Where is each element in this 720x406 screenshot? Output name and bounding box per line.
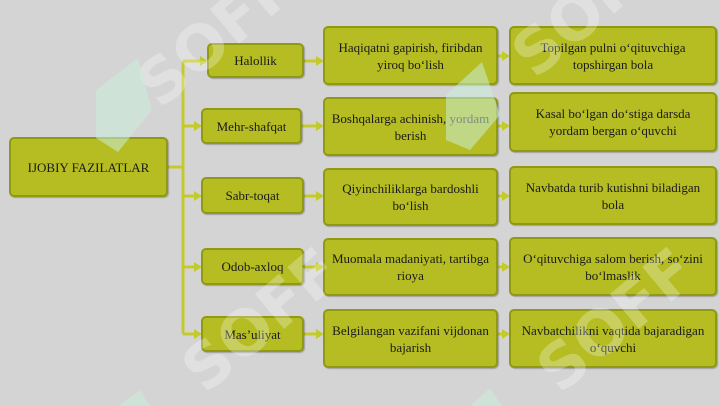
arrowhead (200, 56, 208, 66)
meaning-node: Belgilangan vazifani vijdonan bajarish (323, 309, 498, 368)
arrowhead (502, 51, 510, 61)
example-node: Kasal bo‘lgan do‘stiga darsda yordam ber… (509, 92, 717, 152)
arrowhead (502, 121, 510, 131)
meaning-node: Qiyinchiliklarga bardoshli bo‘lish (323, 168, 498, 226)
meaning-node: Haqiqatni gapirish, firibdan yiroq bo‘li… (323, 26, 498, 85)
virtue-node: Mas’uliyat (201, 316, 304, 352)
arrowhead (502, 329, 510, 339)
arrowhead (194, 262, 202, 272)
example-node: Navbatda turib kutishni biladigan bola (509, 166, 717, 225)
meaning-node: Boshqalarga achinish, yordam berish (323, 97, 498, 156)
example-node: O‘qituvchiga salom berish, so‘zini bo‘lm… (509, 237, 717, 296)
arrowhead (194, 121, 202, 131)
arrowhead (194, 329, 202, 339)
example-node: Topilgan pulni o‘qituvchiga topshirgan b… (509, 26, 717, 85)
arrowhead (316, 121, 324, 131)
virtue-node: Mehr-shafqat (201, 108, 302, 144)
arrowhead (316, 191, 324, 201)
root-node: IJOBIY FAZILATLAR (9, 137, 168, 197)
virtue-node: Halollik (207, 43, 304, 78)
arrowhead (316, 262, 324, 272)
meaning-node: Muomala madaniyati, tartibga rioya (323, 238, 498, 296)
arrowhead (316, 329, 324, 339)
example-node: Navbatchilikni vaqtida bajaradigan o‘quv… (509, 309, 717, 368)
arrowhead (502, 262, 510, 272)
virtue-node: Sabr-toqat (201, 177, 304, 214)
arrowhead (194, 191, 202, 201)
arrowhead (502, 191, 510, 201)
arrowhead (316, 56, 324, 66)
virtue-node: Odob-axloq (201, 248, 304, 285)
